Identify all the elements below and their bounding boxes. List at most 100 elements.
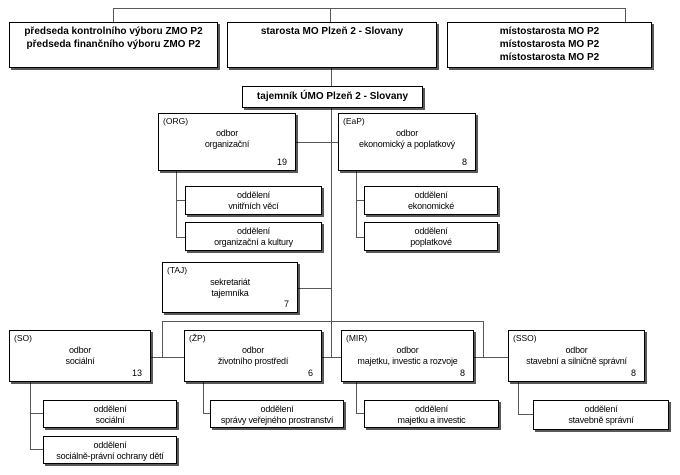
dept-name: odbor: [565, 345, 588, 355]
unit-name: oddělení: [93, 440, 127, 450]
unit-name: sociálně-právní ochrany dětí: [56, 451, 164, 461]
dept-mir: (MIR) odbor majetku, investic a rozvoje …: [341, 330, 474, 382]
node-label: předseda finančního výboru ZMO P2: [26, 39, 201, 50]
unit-name: oddělení: [584, 404, 618, 414]
connector-bottom-bus: [162, 321, 484, 322]
connector-spine: [331, 108, 332, 322]
unit-poplatkove: oddělení poplatkové: [364, 222, 498, 251]
dept-headcount: 13: [131, 368, 142, 378]
dept-code: (ORG): [163, 116, 189, 126]
connector-taj-spine: [298, 288, 332, 289]
dept-headcount: 7: [283, 299, 289, 309]
dept-code: (SSO): [513, 333, 537, 343]
unit-organizacni-a-kultury: oddělení organizační a kultury: [185, 222, 322, 251]
node-label: předseda kontrolního výboru ZMO P2: [24, 26, 203, 37]
connector-org-child2: [176, 237, 186, 238]
connector-drop-mir-sso: [483, 321, 484, 357]
dept-code: (ŽP): [189, 333, 206, 343]
connector-so-child1: [30, 413, 44, 414]
unit-name: ekonomické: [407, 201, 455, 211]
unit-name: organizační a kultury: [214, 237, 293, 247]
unit-name: oddělení: [237, 226, 270, 236]
connector-drop-zp-mir: [331, 321, 332, 357]
dept-code: (SO): [14, 333, 32, 343]
dept-name: odbor: [396, 345, 419, 355]
connector-starosta-tajemnik: [331, 68, 332, 86]
node-label: místostarosta MO P2: [499, 26, 600, 37]
dept-name: tajemníka: [211, 288, 249, 298]
unit-spravy-verejneho-prostranstvi: oddělení správy veřejného prostranství: [210, 400, 344, 428]
dept-headcount: 8: [630, 368, 636, 378]
node-label: místostarosta MO P2: [499, 52, 600, 63]
dept-name: sekretariát: [210, 277, 250, 287]
unit-majetku-a-investic: oddělení majetku a investic: [364, 400, 499, 428]
connector-zp-mir: [322, 357, 341, 358]
dept-zp: (ŽP) odbor životního prostředí 6: [184, 330, 322, 382]
dept-name: ekonomický a poplatkový: [359, 139, 455, 149]
unit-name: vnitřních věcí: [228, 201, 279, 211]
dept-name: odbor: [241, 345, 265, 355]
connector-sso-child-stub: [518, 414, 534, 415]
connector-zp-child-stub: [203, 413, 211, 414]
connector-org-child1: [176, 200, 186, 201]
unit-socialne-pravni-ochrany-deti: oddělení sociálně-právní ochrany dětí: [43, 436, 177, 464]
connector-mir-child-stub: [356, 413, 365, 414]
dept-headcount: 8: [459, 368, 465, 378]
node-label: místostarosta MO P2: [499, 39, 600, 50]
connector-zp-child: [203, 382, 204, 414]
connector-drop-so-zp: [162, 321, 163, 357]
connector-drop-mistostarosta: [625, 8, 626, 22]
connector-eap-children: [356, 171, 357, 238]
connector-mir-sso: [474, 357, 508, 358]
unit-name: oddělení: [93, 404, 127, 414]
connector-so-child2: [30, 449, 44, 450]
connector-drop-predseda: [113, 8, 114, 22]
dept-name: sociální: [65, 356, 95, 366]
connector-eap-child1: [356, 200, 365, 201]
unit-name: oddělení: [260, 404, 294, 414]
unit-name: sociální: [95, 415, 125, 425]
unit-ekonomicke: oddělení ekonomické: [364, 186, 498, 215]
dept-eap: (EaP) odbor ekonomický a poplatkový 8: [338, 113, 476, 171]
unit-name: oddělení: [237, 190, 270, 200]
connector-mir-child: [356, 382, 357, 414]
connector-so-children: [30, 382, 31, 450]
unit-name: majetku a investic: [397, 415, 466, 425]
dept-code: (EaP): [343, 116, 365, 126]
dept-code: (TAJ): [167, 265, 188, 275]
unit-name: poplatkové: [410, 237, 452, 247]
dept-name: odbor: [395, 128, 419, 138]
dept-name: odbor: [68, 345, 92, 355]
connector-drop-starosta: [330, 8, 331, 22]
connector-org-children: [176, 171, 177, 238]
connector-sso-child: [518, 382, 519, 415]
node-mistostarosta: místostarosta MO P2 místostarosta MO P2 …: [447, 22, 652, 68]
unit-stavebne-spravni: oddělení stavebně správní: [533, 400, 669, 430]
node-predseda-vyboru: předseda kontrolního výboru ZMO P2 předs…: [9, 22, 218, 68]
dept-sso: (SSO) odbor stavební a silničně správní …: [508, 330, 645, 382]
connector-top-bus: [113, 8, 626, 9]
dept-so: (SO) odbor sociální 13: [9, 330, 151, 382]
node-label: starosta MO Plzeň 2 - Slovany: [260, 26, 404, 37]
dept-name: organizační: [204, 139, 250, 149]
unit-name: stavebně správní: [568, 415, 634, 425]
dept-org: (ORG) odbor organizační 19: [158, 113, 296, 171]
dept-name: životního prostředí: [217, 356, 289, 366]
dept-code: (MIR): [346, 333, 368, 343]
connector-eap-child2: [356, 237, 365, 238]
unit-name: správy veřejného prostranství: [220, 415, 334, 425]
node-tajemnik: tajemník ÚMO Plzeň 2 - Slovany: [242, 86, 423, 108]
dept-headcount: 6: [307, 368, 313, 378]
dept-headcount: 8: [461, 157, 467, 167]
connector-so-zp: [151, 357, 184, 358]
node-label: tajemník ÚMO Plzeň 2 - Slovany: [256, 91, 409, 102]
unit-name: oddělení: [414, 226, 448, 236]
dept-name: odbor: [215, 128, 239, 138]
unit-vnitrnich-veci: oddělení vnitřních věcí: [185, 186, 322, 215]
dept-name: majetku, investic a rozvoje: [357, 356, 458, 366]
unit-socialni: oddělení sociální: [43, 400, 177, 428]
dept-name: stavební a silničně správní: [526, 356, 627, 366]
node-starosta: starosta MO Plzeň 2 - Slovany: [227, 22, 437, 68]
dept-headcount: 19: [276, 157, 287, 167]
